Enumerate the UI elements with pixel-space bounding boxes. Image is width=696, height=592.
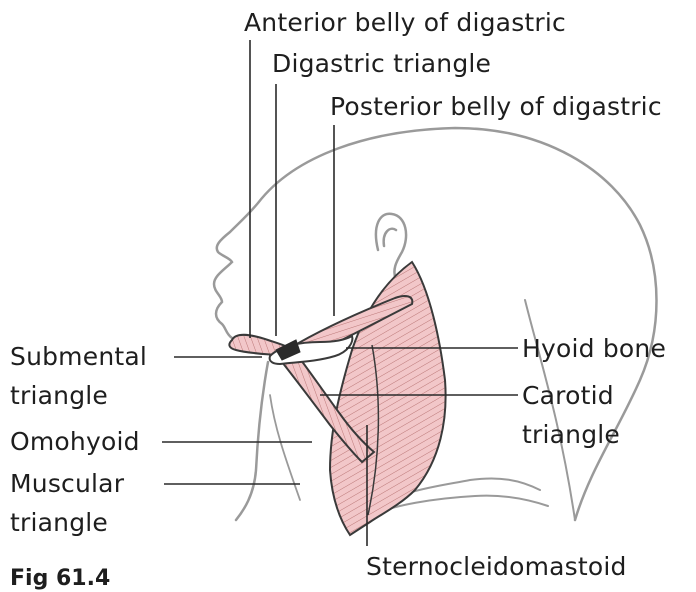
- head-outline: [212, 126, 658, 522]
- label-hyoid-bone: Hyoid bone: [522, 334, 667, 363]
- label-digastric-triangle: Digastric triangle: [272, 49, 492, 78]
- trachea-outline: [269, 394, 301, 501]
- label-posterior-belly-of-digastric: Posterior belly of digastric: [330, 92, 662, 121]
- sternal-head-line: [367, 344, 380, 516]
- omohyoid-muscle: [280, 354, 376, 464]
- label-omohyoid: Omohyoid: [10, 427, 140, 456]
- leader-lines: [162, 40, 518, 546]
- label-sternocleidomastoid: Sternocleidomastoid: [366, 552, 627, 581]
- label-submental-line2: triangle: [10, 381, 108, 410]
- neck-front-outline: [234, 360, 270, 522]
- hyoid-bone: [268, 334, 354, 366]
- label-muscular-line1: Muscular: [10, 469, 125, 498]
- label-carotid-line2: triangle: [522, 420, 620, 449]
- figure-caption: Fig 61.4: [10, 566, 111, 591]
- digastric-tendon: [275, 339, 301, 361]
- label-submental-line1: Submental: [10, 342, 148, 371]
- ear: [374, 212, 408, 282]
- sternocleidomastoid-muscle: [328, 260, 447, 537]
- label-anterior-belly-of-digastric: Anterior belly of digastric: [244, 8, 567, 37]
- neck-back-outline: [524, 299, 576, 521]
- label-muscular-line2: triangle: [10, 508, 108, 537]
- label-carotid-line1: Carotid: [522, 381, 614, 410]
